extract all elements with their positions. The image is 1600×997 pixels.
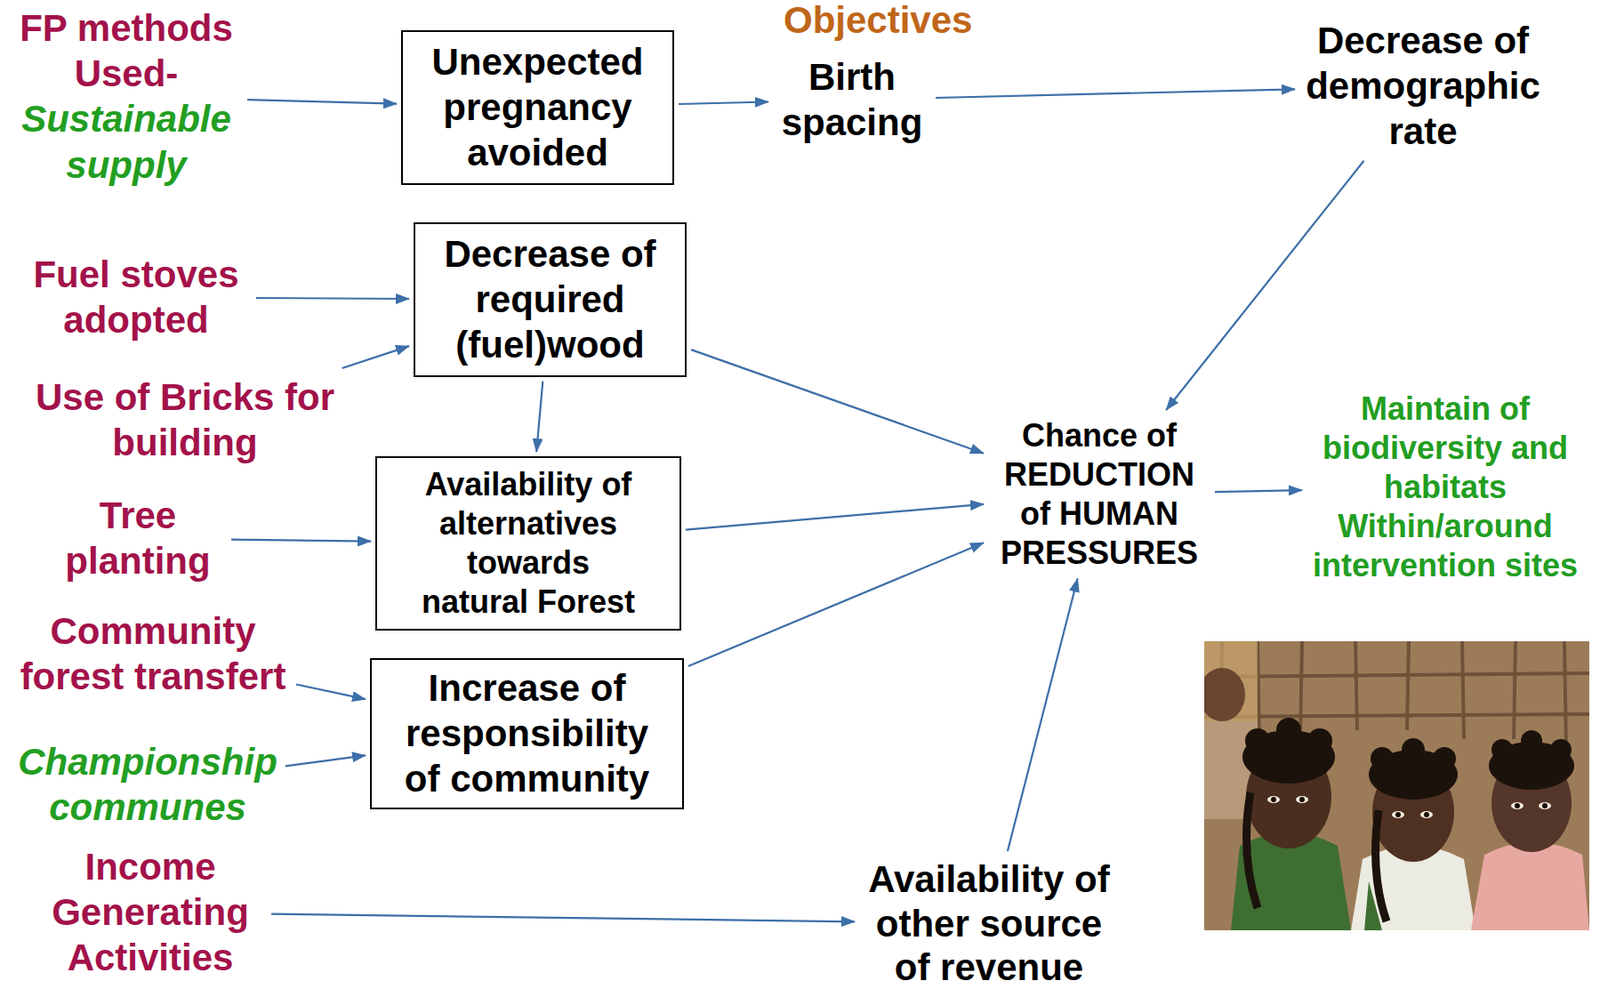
node-label: Decrease of demographic rate [1302,17,1544,155]
process-box: Availability of alternatives towards nat… [375,456,682,631]
text-node: Income Generating Activities [33,842,267,983]
arrow-connector [935,88,1295,98]
text-node: FP methods Used-Sustainable supply [9,3,243,190]
text-node: Fuel stoves adopted [20,249,252,345]
arrow-connector [678,102,769,105]
node-label: Maintain of biodiversity and habitats Wi… [1310,389,1581,586]
process-box: Decrease of required (fuel)wood [413,222,687,378]
arrow-connector [256,297,410,299]
text-node: Community forest transfert [14,606,292,701]
node-label: Increase of responsibility of community [387,665,667,803]
arrow-connector [685,504,984,531]
arrow-connector [231,539,371,542]
text-node: Availability of other source of revenue [859,855,1119,992]
node-label: FP methods Used- [13,5,240,97]
arrow-connector [1165,160,1364,411]
node-label: Tree planting [52,492,224,584]
arrow-connector [247,99,397,105]
text-node: Chance of REDUCTION of HUMAN PRESSURES [988,414,1211,575]
arrow-connector [688,542,984,667]
node-label: Fuel stoves adopted [24,251,249,343]
arrow-connector [285,755,366,766]
node-label: Use of Bricks for building [19,374,351,466]
text-node: Maintain of biodiversity and habitats Wi… [1306,387,1584,587]
node-label: Championship communes [17,739,278,830]
arrow-connector [536,381,543,452]
arrow-connector [1007,578,1078,852]
node-label: Sustainable supply [13,96,240,187]
arrow-connector [271,914,855,923]
node-label: Birth spacing [776,54,928,145]
arrow-connector [691,349,984,454]
node-label: Chance of REDUCTION of HUMAN PRESSURES [991,416,1207,573]
node-label: Unexpected pregnancy avoided [418,39,657,177]
text-node: Birth spacing [772,52,932,147]
diagram-title: Objectives [783,0,973,41]
text-node: Championship communes [14,737,282,832]
arrow-connector [1214,490,1303,492]
node-label: Availability of other source of revenue [862,857,1116,990]
text-node: Decrease of demographic rate [1299,16,1547,157]
text-node: Tree planting [48,490,227,586]
process-box: Unexpected pregnancy avoided [401,30,675,185]
node-label: Income Generating Activities [37,844,264,981]
process-box: Increase of responsibility of community [369,658,684,810]
arrow-connector [342,345,410,369]
node-label: Decrease of required (fuel)wood [431,231,669,369]
node-label: Community forest transfert [17,608,289,700]
text-node: Use of Bricks for building [16,372,354,467]
arrow-connector [296,684,366,700]
photo-illustration [1204,641,1590,931]
node-label: Availability of alternatives towards nat… [414,465,643,622]
